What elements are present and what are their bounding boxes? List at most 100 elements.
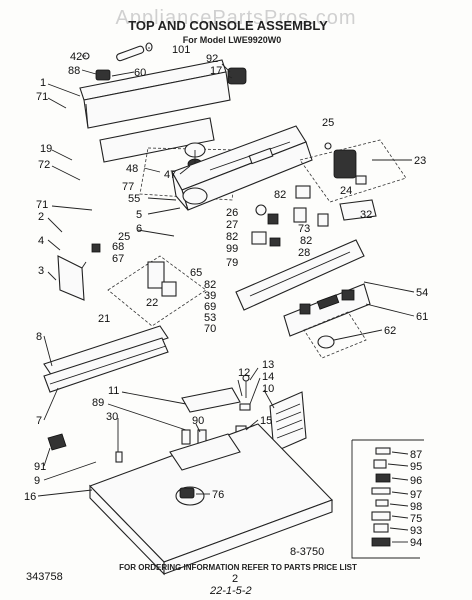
side-bracket xyxy=(57,255,87,301)
leader-lines xyxy=(37,47,415,543)
callout-1: 1 xyxy=(40,77,46,89)
callout-70: 70 xyxy=(204,323,216,335)
lamp-assembly xyxy=(82,42,153,81)
figure-reference: 8-3750 xyxy=(290,546,324,558)
console-back-plate xyxy=(99,117,239,201)
callout-89: 89 xyxy=(92,397,104,409)
callout-94: 94 xyxy=(410,537,422,549)
callout-82: 82 xyxy=(274,189,286,201)
callout-62: 62 xyxy=(384,325,396,337)
hinges xyxy=(115,429,207,463)
callout-22: 22 xyxy=(146,297,158,309)
callout-4: 4 xyxy=(38,235,44,247)
callout-23: 23 xyxy=(414,155,426,167)
callout-97: 97 xyxy=(410,489,422,501)
parts-kit-box xyxy=(351,439,424,559)
callout-9: 9 xyxy=(34,475,40,487)
callout-91: 91 xyxy=(34,461,46,473)
top-cover xyxy=(89,423,333,576)
callout-labels: 42 101 88 60 1 92 17 71 25 19 72 48 47 2… xyxy=(24,44,428,549)
callout-15: 15 xyxy=(260,415,272,427)
callout-99: 99 xyxy=(226,243,238,255)
callout-79: 79 xyxy=(226,257,238,269)
callout-3: 3 xyxy=(38,265,44,277)
callout-77: 77 xyxy=(122,181,134,193)
callout-47: 47 xyxy=(164,169,176,181)
callout-82-right: 82 xyxy=(300,235,312,247)
knob-62 xyxy=(303,311,367,359)
callout-73: 73 xyxy=(298,223,310,235)
diagram-subtitle: For Model LWE9920W0 xyxy=(183,35,282,45)
callout-76: 76 xyxy=(212,489,224,501)
callout-72: 72 xyxy=(38,159,50,171)
callout-53: 53 xyxy=(204,312,216,324)
callout-93: 93 xyxy=(410,525,422,537)
callout-10: 10 xyxy=(262,383,274,395)
callout-2: 2 xyxy=(38,211,44,223)
lid-pad xyxy=(181,387,241,413)
hardware-12-14 xyxy=(239,374,251,411)
front-trim xyxy=(43,325,169,393)
callout-32: 32 xyxy=(360,209,372,221)
callout-5: 5 xyxy=(136,209,142,221)
callout-42: 42 xyxy=(70,51,82,63)
callout-39: 39 xyxy=(204,290,216,302)
callout-82-low: 82 xyxy=(204,279,216,291)
callout-69: 69 xyxy=(204,301,216,313)
callout-7: 7 xyxy=(36,415,42,427)
vent-grille xyxy=(269,391,307,453)
callout-17: 17 xyxy=(210,65,222,77)
callout-82-mid: 82 xyxy=(226,231,238,243)
watermark: AppliancePartsPros.com xyxy=(116,7,357,29)
callout-98: 98 xyxy=(410,501,422,513)
callout-30: 30 xyxy=(106,411,118,423)
callout-87: 87 xyxy=(410,449,422,461)
callout-16: 16 xyxy=(24,491,36,503)
callout-75: 75 xyxy=(410,513,422,525)
callout-61: 61 xyxy=(416,311,428,323)
knob-17 xyxy=(227,67,247,85)
callout-92: 92 xyxy=(206,53,218,65)
callout-68: 68 xyxy=(112,241,124,253)
callout-28: 28 xyxy=(298,247,310,259)
callout-95: 95 xyxy=(410,461,422,473)
callout-88: 88 xyxy=(68,65,80,77)
callout-13: 13 xyxy=(262,359,274,371)
callout-90: 90 xyxy=(192,415,204,427)
callout-11: 11 xyxy=(108,385,119,397)
callout-71: 71 xyxy=(36,91,48,103)
callout-65: 65 xyxy=(190,267,202,279)
callout-26: 26 xyxy=(226,207,238,219)
callout-71-lower: 71 xyxy=(36,199,48,211)
ordering-note: FOR ORDERING INFORMATION REFER TO PARTS … xyxy=(119,563,357,572)
callout-12: 12 xyxy=(238,367,250,379)
callout-48: 48 xyxy=(126,163,138,175)
callout-14: 14 xyxy=(262,371,274,383)
switch-assembly-23 xyxy=(299,139,407,203)
main-console xyxy=(171,125,313,211)
callout-21: 21 xyxy=(98,313,110,325)
callout-19: 19 xyxy=(40,143,52,155)
callout-6: 6 xyxy=(136,223,142,235)
front-control-panel xyxy=(283,283,371,337)
callout-25-lower: 25 xyxy=(118,231,130,243)
callout-27: 27 xyxy=(226,219,238,231)
rear-control-panel xyxy=(79,59,231,129)
tag-91 xyxy=(47,433,67,451)
callout-55: 55 xyxy=(128,193,140,205)
callout-8: 8 xyxy=(36,331,42,343)
control-bracket xyxy=(235,239,365,311)
callout-96: 96 xyxy=(410,475,422,487)
switch-cluster xyxy=(251,185,377,247)
callout-101: 101 xyxy=(172,44,190,56)
callout-24: 24 xyxy=(340,185,352,197)
callout-54: 54 xyxy=(416,287,428,299)
callout-60: 60 xyxy=(134,67,146,79)
document-number: 343758 xyxy=(26,571,63,583)
callout-25: 25 xyxy=(322,117,334,129)
callout-67: 67 xyxy=(112,253,124,265)
page-number: 2 xyxy=(232,573,238,585)
terminal-block xyxy=(91,243,207,327)
